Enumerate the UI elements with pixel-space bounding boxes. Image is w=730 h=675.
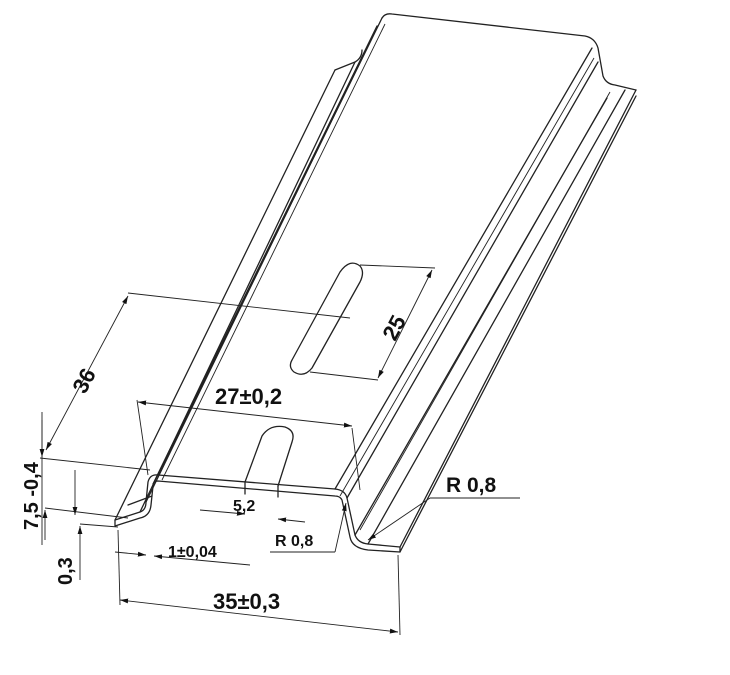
label-r08-inner: R 0,8 bbox=[275, 533, 313, 550]
label-thickness: 1±0,04 bbox=[168, 544, 217, 561]
label-25: 25 bbox=[377, 311, 411, 344]
dimension-lines bbox=[39, 264, 520, 636]
label-0-3: 0,3 bbox=[55, 557, 77, 585]
dimension-labels: 36 25 27±0,2 R 0,8 7,5 -0,4 0,3 5,2 R 0,… bbox=[21, 311, 497, 614]
label-5-2: 5,2 bbox=[233, 498, 255, 515]
label-r08-outer: R 0,8 bbox=[446, 474, 497, 497]
front-notch bbox=[244, 425, 294, 487]
label-27: 27±0,2 bbox=[215, 384, 282, 409]
label-36: 36 bbox=[67, 364, 101, 397]
label-7-5: 7,5 -0,4 bbox=[21, 461, 43, 530]
front-profile bbox=[114, 474, 401, 553]
label-35: 35±0,3 bbox=[213, 589, 280, 614]
long-slot bbox=[289, 262, 364, 375]
rail-body bbox=[114, 13, 637, 553]
